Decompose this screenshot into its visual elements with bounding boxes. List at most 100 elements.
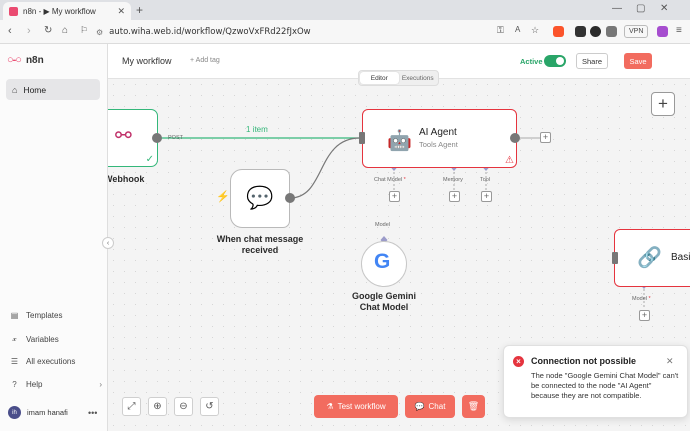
home-nav-icon: ⌂	[12, 84, 18, 95]
avatar: ih	[8, 406, 21, 419]
vpn-button[interactable]: VPN	[624, 25, 649, 38]
ai-agent-node[interactable]: 🤖 AI Agent Tools Agent ⚠	[362, 109, 517, 168]
tab-title: n8n - ▶ My workflow	[23, 6, 96, 16]
user-menu-icon[interactable]: •••	[88, 408, 98, 418]
browser-tab[interactable]: n8n - ▶ My workflow ✕	[3, 2, 131, 20]
key-icon[interactable]: ⚿	[497, 25, 504, 35]
reset-zoom-button[interactable]: ↺	[200, 397, 219, 416]
add-memory-button[interactable]: +	[449, 191, 460, 202]
zoom-in-button[interactable]: ⊕	[148, 397, 167, 416]
help-icon: ?	[12, 380, 17, 389]
sidebar-item-label: Home	[23, 84, 47, 95]
agent-subtitle: Tools Agent	[419, 140, 458, 149]
sidebar-item-executions[interactable]: ☰ All executions	[10, 357, 75, 366]
gemini-node[interactable]: G	[361, 241, 407, 287]
n8n-favicon-icon	[9, 6, 18, 16]
active-toggle[interactable]	[544, 55, 566, 67]
webhook-node[interactable]: ⚯ ✓	[108, 109, 158, 167]
fit-view-button[interactable]: ⤢	[122, 397, 141, 416]
basic-input-port[interactable]	[612, 252, 618, 264]
close-toast-icon[interactable]: ✕	[666, 356, 674, 366]
tab-executions[interactable]: Executions	[401, 74, 434, 82]
tab-editor[interactable]: Editor	[360, 72, 399, 84]
trigger-bolt-icon: ⚡	[216, 191, 230, 203]
user-profile[interactable]: ih imam hanafi	[8, 406, 68, 419]
basic-node-title: Basi	[671, 252, 690, 263]
back-icon[interactable]: ‹	[8, 25, 12, 37]
extension-icon[interactable]	[575, 26, 586, 37]
add-basic-model-button[interactable]: +	[639, 310, 650, 321]
add-tag-button[interactable]: + Add tag	[190, 57, 220, 64]
delete-button[interactable]: 🗑	[462, 395, 485, 418]
wallet-icon[interactable]	[657, 26, 668, 37]
sidebar-item-label: Variables	[26, 334, 59, 344]
chevron-right-icon: ›	[99, 380, 102, 389]
basic-port-label: Model *	[632, 296, 651, 302]
port-label-memory: Memory	[443, 177, 463, 183]
webhook-icon: ⚯	[115, 125, 132, 147]
variables-icon: 𝓍	[12, 334, 17, 343]
zoom-out-button[interactable]: ⊖	[174, 397, 193, 416]
sidebar-item-home[interactable]: ⌂ Home	[6, 79, 100, 100]
site-info-icon[interactable]: ⚙	[96, 27, 104, 37]
brand-logo[interactable]: ○-○ n8n	[7, 54, 44, 66]
reload-icon[interactable]: ↻	[44, 25, 53, 36]
chat-trigger-node[interactable]: 💬	[230, 169, 290, 228]
agent-input-port[interactable]	[359, 132, 365, 144]
add-node-button[interactable]: +	[651, 92, 675, 116]
home-icon[interactable]: ⌂	[62, 25, 69, 36]
add-chat-model-button[interactable]: +	[389, 191, 400, 202]
gemini-label: Google Gemini Chat Model	[351, 291, 416, 312]
list-icon: ☰	[10, 357, 19, 366]
url-field[interactable]: ⚙ auto.wiha.web.id/workflow/QzwoVxFRd22f…	[96, 23, 492, 41]
robot-icon: 🤖	[387, 130, 412, 152]
add-next-node-button[interactable]: +	[540, 132, 551, 143]
bookmark-icon[interactable]: ⚐	[80, 25, 89, 35]
collapse-sidebar-button[interactable]: ‹	[102, 237, 114, 249]
new-tab-icon[interactable]: +	[136, 3, 144, 17]
save-button[interactable]: Save	[624, 53, 652, 69]
edge-item-count: 1 item	[246, 125, 268, 134]
minimize-icon[interactable]: —	[612, 3, 622, 14]
agent-output-port[interactable]	[510, 133, 520, 143]
close-window-icon[interactable]: ✕	[660, 3, 669, 14]
brand-name: n8n	[25, 54, 44, 66]
url-text: auto.wiha.web.id/workflow/QzwoVxFRd22fJx…	[109, 27, 311, 37]
test-workflow-label: Test workflow	[337, 402, 386, 411]
share-button[interactable]: Share	[576, 53, 608, 69]
link-chain-icon: 🔗	[637, 247, 662, 269]
chat-label: Chat	[428, 402, 446, 411]
sidebar-item-label: All executions	[26, 357, 76, 366]
chat-trigger-label: When chat message received	[216, 234, 304, 255]
chat-bubbles-icon: 💬	[246, 185, 274, 210]
sidebar-item-templates[interactable]: ▤ Templates	[10, 311, 63, 320]
close-tab-icon[interactable]: ✕	[117, 5, 125, 16]
port-label-tool: Tool	[480, 177, 491, 183]
chat-button[interactable]: 💬 Chat	[405, 395, 455, 418]
webhook-label: Webhook	[108, 174, 145, 184]
sidebar-item-help[interactable]: ? Help ›	[10, 380, 102, 389]
test-workflow-button[interactable]: ⚗ Test workflow	[314, 395, 398, 418]
brave-shield-icon[interactable]	[553, 26, 564, 37]
extensions-menu-icon[interactable]	[606, 26, 617, 37]
chat-trigger-output-port[interactable]	[285, 193, 295, 203]
forward-icon[interactable]: ›	[27, 25, 31, 37]
star-icon[interactable]: ☆	[531, 25, 540, 35]
webhook-output-port[interactable]	[152, 133, 162, 143]
translate-icon[interactable]: A	[515, 25, 521, 34]
connection-chat-agent	[289, 137, 361, 199]
browser-tab-bar: n8n - ▶ My workflow ✕ + — ▢ ✕	[0, 0, 690, 20]
flask-icon: ⚗	[326, 402, 334, 411]
add-tool-button[interactable]: +	[481, 191, 492, 202]
address-bar: ‹ › ↻ ⌂ ⚐ ⚙ auto.wiha.web.id/workflow/Qz…	[0, 20, 690, 44]
basic-llm-node[interactable]: 🔗 Basi	[614, 229, 690, 287]
maximize-icon[interactable]: ▢	[636, 3, 646, 14]
workflow-name[interactable]: My workflow	[122, 56, 172, 66]
sidebar-item-variables[interactable]: 𝓍 Variables	[10, 334, 59, 344]
extension-icon-2[interactable]	[590, 26, 601, 37]
menu-icon[interactable]: ≡	[676, 25, 682, 36]
chat-icon: 💬	[414, 402, 425, 411]
user-name: imam hanafi	[27, 408, 68, 417]
active-label: Active	[520, 57, 543, 66]
gemini-port-label: Model	[375, 222, 390, 228]
